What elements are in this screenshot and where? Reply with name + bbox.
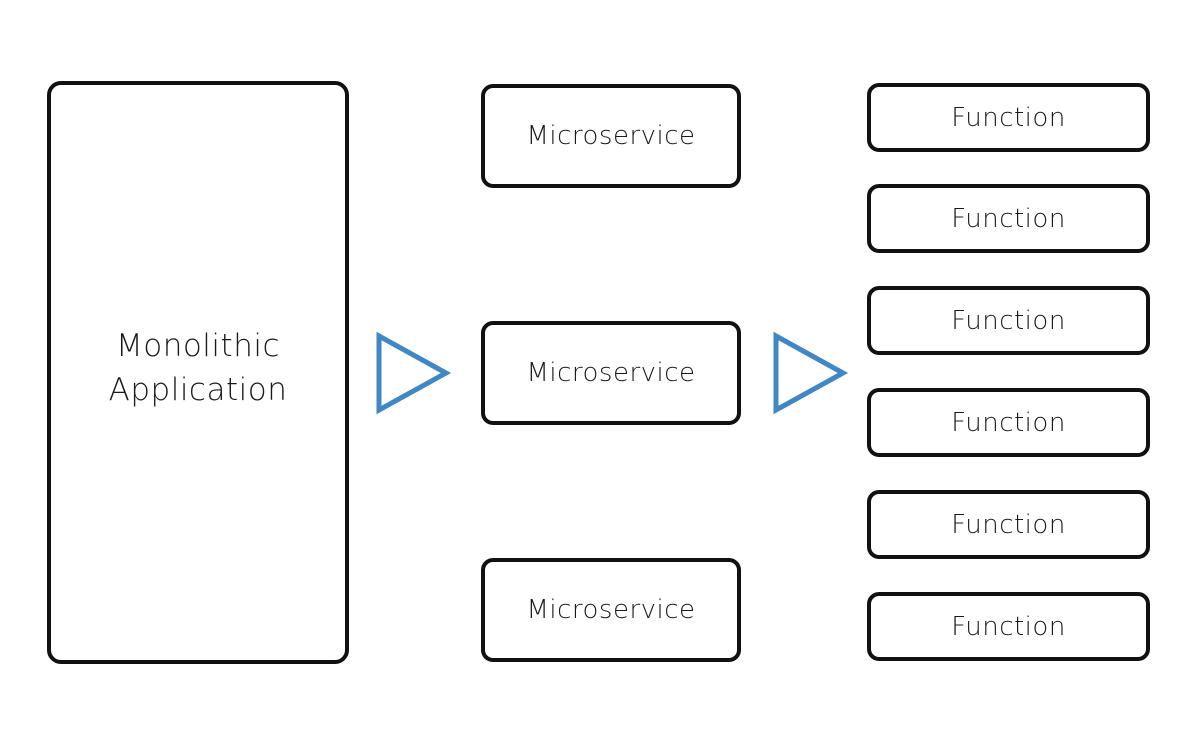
microservice-label: Microservice [526,358,696,388]
function-label: Function [951,305,1066,336]
microservice-label: Microservice [526,121,696,151]
microservice-box-2: Microservice [481,321,741,425]
function-label: Function [951,203,1066,234]
function-box-3: Function [867,286,1150,355]
arrow-1-shape [376,331,452,415]
triangle-right-icon [374,330,454,416]
function-box-1: Function [867,83,1150,152]
function-label: Function [951,407,1066,438]
function-box-4: Function [867,388,1150,457]
function-box-6: Function [867,592,1150,661]
function-label: Function [951,611,1066,642]
monolithic-application-box: Monolithic Application [47,81,349,664]
microservice-box-3: Microservice [481,558,741,662]
function-label: Function [951,509,1066,540]
function-box-5: Function [867,490,1150,559]
triangle-right-icon [771,330,851,416]
monolithic-application-label: Monolithic Application [108,327,288,408]
function-label: Function [951,102,1066,133]
function-box-2: Function [867,184,1150,253]
arrow-2-shape [773,331,849,415]
microservice-box-1: Microservice [481,84,741,188]
microservice-label: Microservice [526,595,696,625]
